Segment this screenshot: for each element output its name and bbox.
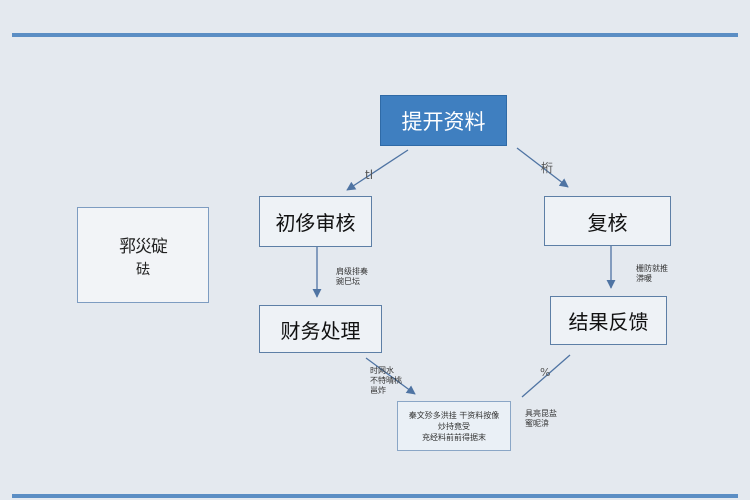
note-line: 秦文殄多洪挂 干资料按像 <box>408 410 500 420</box>
label-line: 栅防就推 <box>636 264 668 273</box>
label-line: 漭暖 <box>636 274 652 283</box>
label-line: 邕炸 <box>370 386 386 395</box>
arrow-submit-to-review <box>346 149 409 191</box>
label-line: 豌巳坛 <box>336 277 360 286</box>
note-line: 炒持竟受 <box>438 421 470 431</box>
label-line: 不特晴桃 <box>370 376 402 385</box>
arrow-finance-to-note <box>365 357 416 395</box>
side-box-title: 郛災碇 <box>119 236 168 257</box>
arrow-label-right: 桁 <box>541 161 554 175</box>
label-line: 时网水 <box>370 366 394 375</box>
node-result-feedback[interactable]: 结果反馈 <box>550 296 667 345</box>
arrow-submit-to-recheck <box>516 147 569 188</box>
note-line: 充经料前前得据末 <box>422 432 486 442</box>
top-rule <box>12 33 738 37</box>
arrow-label-left: tl <box>365 168 374 182</box>
bottom-rule <box>12 494 738 498</box>
arrow-label-feedback-note: % <box>540 366 551 379</box>
note-side-label: 具亮昆盐 蜜呢渰 <box>525 409 557 429</box>
line-feedback-to-note <box>521 354 571 398</box>
node-recheck[interactable]: 复核 <box>544 196 671 246</box>
label-line: 蜜呢渰 <box>525 419 549 428</box>
side-box-subtitle: 砝 <box>136 261 150 278</box>
node-submit-materials[interactable]: 提开资料 <box>380 95 507 146</box>
side-box: 郛災碇 砝 <box>77 207 209 303</box>
node-finance-processing[interactable]: 财务处理 <box>259 305 382 353</box>
label-line: 肩级排奏 <box>336 267 368 276</box>
note-box: 秦文殄多洪挂 干资料按像 炒持竟受 充经料前前得据末 <box>397 401 511 451</box>
arrow-label-finance-note: 时网水 不特晴桃 邕炸 <box>370 366 402 396</box>
arrow-label-recheck-feedback: 栅防就推 漭暖 <box>636 264 668 284</box>
node-initial-review[interactable]: 初侈审核 <box>259 196 372 247</box>
arrow-label-review-finance: 肩级排奏 豌巳坛 <box>336 267 368 287</box>
label-line: 具亮昆盐 <box>525 409 557 418</box>
